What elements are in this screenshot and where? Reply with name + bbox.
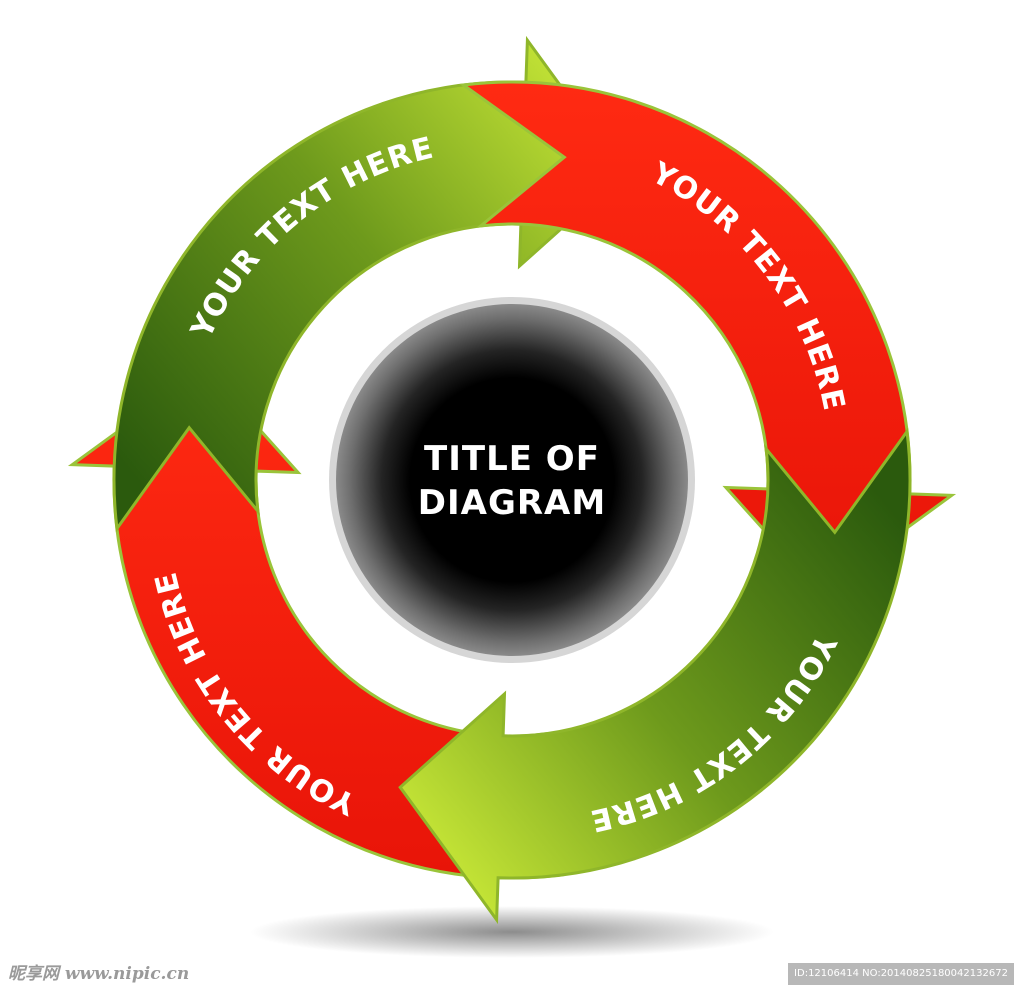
watermark-site-logo: 昵享网 www.nipic.cn — [8, 964, 190, 984]
watermark-id: ID:12106414 NO:20140825180042132672 — [788, 963, 1014, 985]
arrow-ring — [67, 35, 957, 925]
floor-shadow — [250, 906, 774, 958]
diagram-title-line-1: TITLE OF — [424, 439, 600, 479]
diagram-title-line-2: DIAGRAM — [418, 483, 606, 523]
arrow-segment-3 — [398, 427, 912, 925]
hub-circle — [336, 304, 688, 656]
